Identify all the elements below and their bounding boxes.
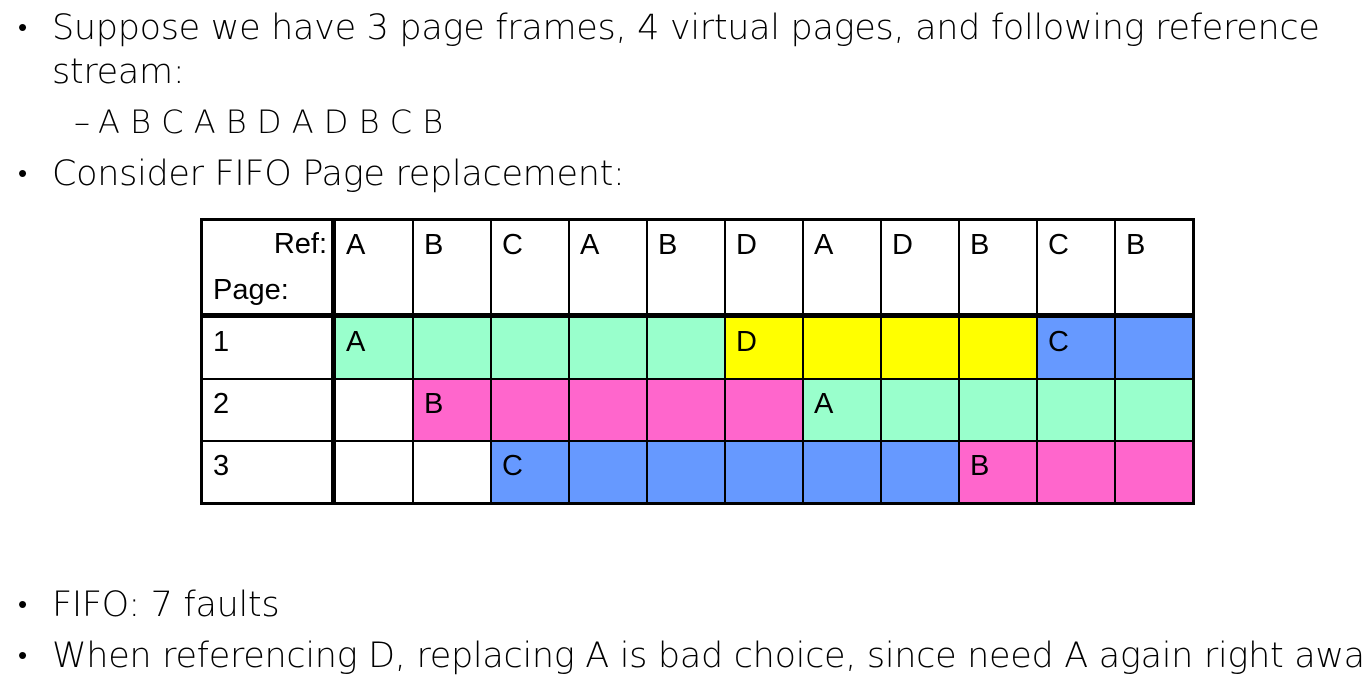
table-row: 2 B A [200, 378, 1195, 442]
frame-cell [724, 378, 804, 442]
ref-cell: D [880, 218, 960, 318]
frame-cell [490, 378, 570, 442]
ref-cell: D [724, 218, 804, 318]
frame-cell [1114, 378, 1195, 442]
frame-cell [880, 314, 960, 380]
frame-cell [646, 378, 726, 442]
ref-cell: C [1036, 218, 1116, 318]
ref-cell: A [568, 218, 648, 318]
frame-cell [802, 314, 882, 380]
frame-cell: C [490, 440, 570, 505]
frame-cell [568, 378, 648, 442]
ref-cell: B [1114, 218, 1195, 318]
frame-cell [568, 314, 648, 380]
frame-cell [568, 440, 648, 505]
ref-cell: B [412, 218, 492, 318]
bullet-1-line-1: Suppose we have 3 page frames, 4 virtual… [52, 8, 1320, 48]
frame-cell [646, 440, 726, 505]
ref-cell: A [332, 218, 414, 318]
bullet-1-line-2: stream: [52, 52, 185, 92]
frame-cell [724, 440, 804, 505]
frame-cell [880, 440, 960, 505]
ref-label: Ref: [273, 228, 327, 260]
row-label-cell: 2 [200, 378, 336, 442]
frame-cell [1114, 440, 1195, 505]
bullet-dot: • [18, 13, 27, 43]
ref-cell: A [802, 218, 882, 318]
frame-cell [1036, 440, 1116, 505]
reference-stream: –A B C A B D A D B C B [74, 100, 443, 144]
row-label-cell: 3 [200, 440, 336, 505]
frame-cell [958, 314, 1038, 380]
frame-cell: D [724, 314, 804, 380]
bullet-4-text: When referencing D, replacing A is bad c… [52, 636, 1366, 676]
sub-dash: – [74, 103, 90, 141]
frame-cell [332, 378, 414, 442]
bullet-2-text: Consider FIFO Page replacement: [52, 154, 625, 194]
frame-cell [412, 314, 492, 380]
frame-cell [880, 378, 960, 442]
frame-cell [802, 440, 882, 505]
frame-cell: B [958, 440, 1038, 505]
frame-cell [332, 440, 414, 505]
bullet-dot: • [18, 590, 27, 620]
frame-cell [1114, 314, 1195, 380]
frame-cell: A [802, 378, 882, 442]
row-label-cell: 1 [200, 314, 336, 380]
frame-cell: C [1036, 314, 1116, 380]
ref-cell: C [490, 218, 570, 318]
frame-cell [646, 314, 726, 380]
ref-cell: B [646, 218, 726, 318]
page-label: Page: [213, 274, 289, 306]
frame-cell: A [332, 314, 414, 380]
frame-cell [490, 314, 570, 380]
frame-cell [958, 378, 1038, 442]
bullet-3-text: FIFO: 7 faults [52, 585, 280, 625]
reference-stream-text: A B C A B D A D B C B [98, 103, 444, 141]
bullet-dot: • [18, 641, 27, 671]
bullet-dot: • [18, 159, 27, 189]
ref-cell: B [958, 218, 1038, 318]
table-row: 3 C B [200, 440, 1195, 505]
frame-cell [1036, 378, 1116, 442]
frame-cell: B [412, 378, 492, 442]
frame-cell [412, 440, 492, 505]
header-label-cell: Ref: Page: [200, 218, 336, 318]
